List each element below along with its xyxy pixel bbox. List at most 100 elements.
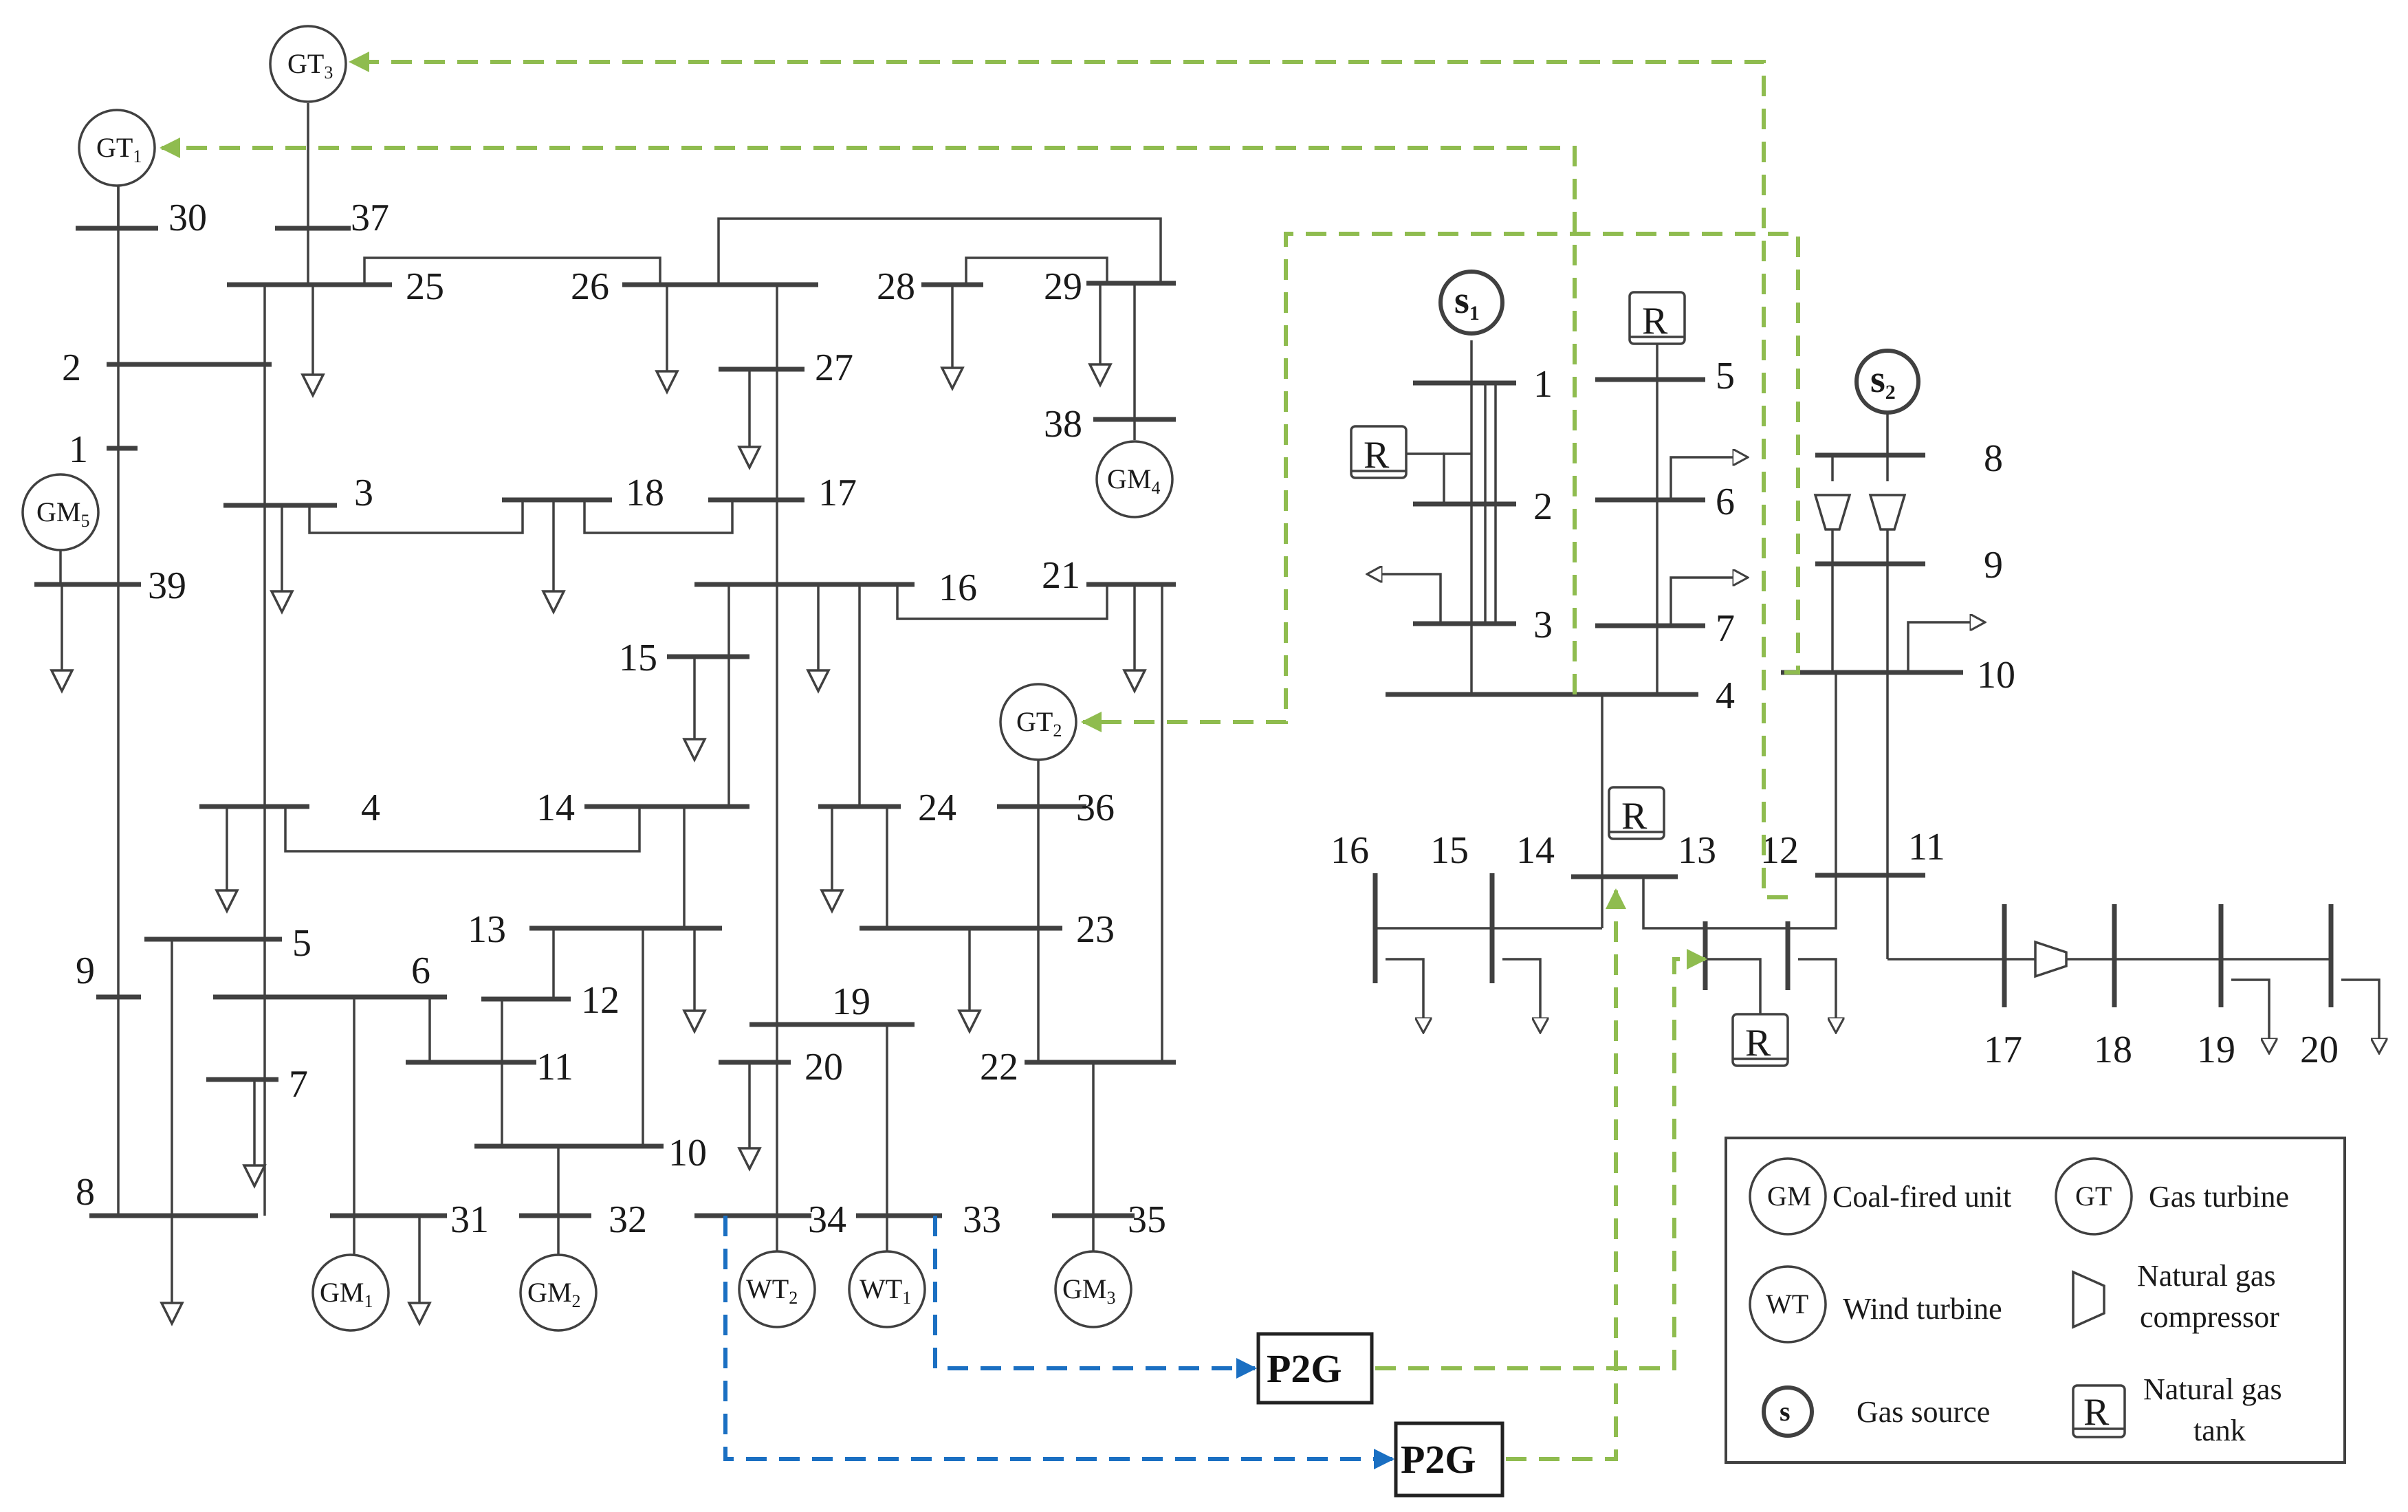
gm2-label: GM2 — [527, 1277, 580, 1311]
bus-label-18: 18 — [626, 472, 664, 514]
bus-label-35: 35 — [1128, 1198, 1166, 1241]
load-18 — [541, 590, 566, 615]
s1-label: s1 — [1454, 279, 1480, 325]
gm1-label: GM1 — [320, 1277, 373, 1311]
gas-label-1: 1 — [1533, 363, 1553, 406]
gas-label-13: 13 — [1678, 829, 1716, 872]
gm3-generator — [1054, 1250, 1132, 1328]
bus-label-19: 19 — [832, 980, 871, 1023]
bus-label-4: 4 — [361, 787, 380, 829]
bus-label-17: 17 — [818, 472, 857, 514]
tank-node-2: R — [1350, 425, 1408, 479]
load-7 — [242, 1164, 267, 1189]
s2-label: s2 — [1870, 358, 1896, 404]
gas-label-3: 3 — [1533, 604, 1553, 646]
gas-to-gt3-link — [349, 52, 1788, 899]
gas-label-2: 2 — [1533, 485, 1553, 528]
gt2-generator — [999, 683, 1077, 761]
load-31 — [407, 1302, 432, 1326]
gt3-generator — [269, 25, 347, 103]
gas-label-11: 11 — [1908, 826, 1945, 868]
bus-label-9: 9 — [76, 950, 95, 992]
legend-tank-symbol: R — [2072, 1384, 2126, 1438]
legend-compressor-symbol — [2072, 1270, 2105, 1329]
bus-label-34: 34 — [808, 1198, 846, 1241]
load-16 — [806, 669, 831, 694]
svg-text:R: R — [2083, 1391, 2110, 1434]
load-26 — [655, 370, 679, 395]
load-13 — [682, 1009, 707, 1034]
power-generators: GT1 GT3 GM5 GM4 GT2 GM1 GM2 WT2 WT1 GM3 — [21, 25, 1174, 1332]
gas-label-4: 4 — [1716, 675, 1735, 717]
load-28 — [940, 366, 965, 391]
bus-label-32: 32 — [609, 1198, 647, 1241]
coupling-links: P2G P2G — [160, 52, 1800, 1498]
load-27 — [737, 446, 762, 470]
compressor-8-9a — [1813, 494, 1852, 531]
gas-pipelines — [1375, 340, 2331, 961]
power-network: GT1 GT3 GM5 GM4 GT2 GM1 GM2 WT2 WT1 GM3 … — [21, 25, 1176, 1332]
svg-text:R: R — [1745, 1022, 1771, 1064]
legend-wt-symbol — [1749, 1265, 1827, 1344]
load-8 — [160, 1302, 184, 1326]
gas-source-s2 — [1854, 349, 1920, 415]
wt1-generator — [848, 1250, 926, 1328]
gm3-label: GM3 — [1062, 1273, 1115, 1308]
legend-source-symbol — [1762, 1385, 1814, 1438]
svg-text:GM: GM — [1767, 1181, 1811, 1212]
wt2-generator — [738, 1250, 816, 1328]
gas-label-20: 20 — [2300, 1029, 2339, 1071]
gas-source-s1 — [1438, 270, 1504, 336]
load-3 — [270, 590, 294, 615]
bus-label-11: 11 — [536, 1046, 573, 1088]
gas-network: s1 s2 R R R — [1331, 270, 2379, 1071]
load-24 — [820, 889, 844, 914]
compressor-17-18 — [2034, 940, 2068, 978]
bus-label-22: 22 — [980, 1046, 1018, 1088]
svg-text:R: R — [1642, 300, 1668, 342]
bus-label-12: 12 — [581, 979, 620, 1022]
gas-node-labels: 1 2 3 4 5 6 7 8 9 10 11 12 13 14 15 16 1… — [1331, 355, 2339, 1071]
bus-label-5: 5 — [292, 922, 311, 965]
bus-label-31: 31 — [450, 1198, 489, 1241]
svg-text:R: R — [1364, 434, 1390, 476]
legend-wt-text: Wind turbine — [1843, 1292, 2002, 1326]
load-15 — [682, 738, 707, 763]
bus-label-3: 3 — [354, 472, 373, 514]
tank-node-14: R — [1608, 786, 1665, 840]
wt1-to-p2g1-link — [933, 1216, 1257, 1379]
gas-sources: s1 s2 — [1438, 270, 1920, 415]
bus-label-39: 39 — [148, 565, 186, 607]
gm2-generator — [519, 1253, 598, 1332]
legend-gm-text: Coal-fired unit — [1832, 1180, 2011, 1214]
legend-gt-symbol — [2055, 1157, 2133, 1236]
bus-label-36: 36 — [1076, 787, 1115, 829]
load-20 — [737, 1147, 762, 1172]
bus-label-29: 29 — [1044, 265, 1082, 308]
load-25 — [300, 373, 325, 398]
load-23 — [957, 1009, 982, 1034]
bus-label-20: 20 — [805, 1046, 843, 1088]
svg-text:s: s — [1780, 1396, 1791, 1427]
gt1-generator — [78, 109, 156, 187]
gm1-generator — [311, 1253, 390, 1332]
bus-label-27: 27 — [815, 347, 853, 389]
gm5-label: GM5 — [36, 496, 89, 531]
gas-label-12: 12 — [1760, 829, 1799, 872]
gas-label-5: 5 — [1716, 355, 1735, 397]
gas-label-14: 14 — [1516, 829, 1555, 872]
bus-label-37: 37 — [351, 197, 389, 239]
legend-tank-text-1: Natural gas — [2143, 1372, 2282, 1406]
load-29 — [1088, 363, 1113, 388]
bus-label-15: 15 — [619, 637, 657, 679]
legend-compressor-text-2: compressor — [2140, 1300, 2279, 1334]
bus-label-30: 30 — [168, 197, 207, 239]
bus-label-33: 33 — [963, 1198, 1001, 1241]
power-loads — [50, 283, 1147, 1326]
bus-label-14: 14 — [536, 787, 575, 829]
gas-label-17: 17 — [1984, 1029, 2022, 1071]
p2g2-to-gas-link — [1506, 888, 1626, 1461]
p2g-unit-2: P2G — [1394, 1421, 1504, 1498]
